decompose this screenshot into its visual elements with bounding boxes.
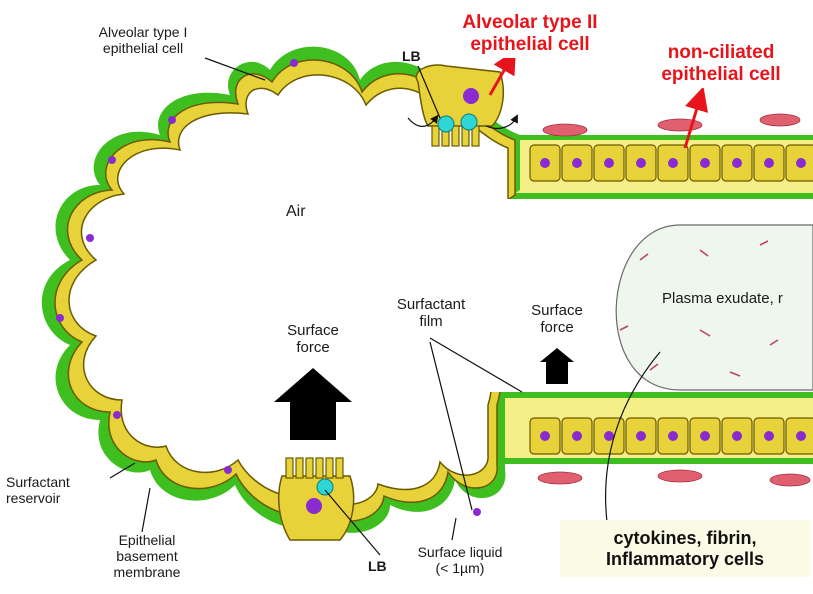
basement-membrane-line3: membrane <box>113 564 181 581</box>
nonciliated-cell-label-line2: epithelial cell <box>661 63 781 85</box>
type2-cell-bottom <box>277 457 355 541</box>
surface-force-left-label: Surface force <box>268 322 358 357</box>
nonciliated-cell-label: non-ciliated epithelial cell <box>632 40 810 88</box>
surface-force-left-line2: force <box>296 339 330 357</box>
type1-nuclei <box>56 59 481 516</box>
airway-cells-upper <box>529 144 813 182</box>
pointer-lines <box>109 57 661 556</box>
type2-cell-label: Alveolar type II epithelial cell <box>440 10 620 58</box>
surfactant-reservoir-label: Surfactant reservoir <box>6 474 106 506</box>
surfactant-film-label: Surfactant film <box>376 296 486 331</box>
surfactant-film-label-line1: Surfactant <box>396 296 466 313</box>
surface-force-right-label: Surface force <box>512 302 602 337</box>
airway-nuclei-lower <box>540 431 806 441</box>
airway-cells-lower <box>529 417 813 455</box>
type1-cell-label-line1: Alveolar type I <box>98 24 188 40</box>
airway-nuclei-upper <box>540 158 806 168</box>
type2-cell-label-line1: Alveolar type II <box>462 12 598 33</box>
surface-liquid-line1: Surface liquid <box>417 544 503 560</box>
type1-cell-label: Alveolar type I epithelial cell <box>68 24 218 56</box>
basement-membrane-line2: basement <box>116 548 178 565</box>
surface-force-right-line2: force <box>540 319 574 337</box>
surface-force-arrow-large <box>274 368 352 440</box>
exudate-fibrin-marks <box>619 240 779 377</box>
lb-label-top: LB <box>402 48 421 64</box>
alveolus-air-space <box>68 74 509 506</box>
air-label: Air <box>286 203 306 220</box>
type2-cell-label-line2: epithelial cell <box>470 33 590 55</box>
surface-force-right-line1: Surface <box>531 302 583 319</box>
plasma-exudate-region <box>615 224 813 391</box>
surface-liquid-line2: (< 1µm) <box>435 560 485 577</box>
lb-label-bottom: LB <box>368 558 387 574</box>
surface-force-arrow-small <box>540 348 574 384</box>
surfactant-film-label-line2: film <box>419 313 443 331</box>
surface-force-left-line1: Surface <box>287 322 339 339</box>
type1-cell-label-line2: epithelial cell <box>102 40 184 57</box>
nonciliated-cell-label-line1: non-ciliated <box>667 42 775 63</box>
surfactant-reservoir-line2: reservoir <box>6 490 61 507</box>
cytokines-line2: Inflammatory cells <box>605 548 765 569</box>
surface-liquid-label: Surface liquid (< 1µm) <box>400 544 520 576</box>
red-blood-cells <box>537 113 811 487</box>
cytokines-label: cytokines, fibrin, Inflammatory cells <box>560 520 810 578</box>
basement-membrane-line1: Epithelial <box>118 532 176 548</box>
type2-cell-top <box>415 64 504 147</box>
basement-membrane-label: Epithelial basement membrane <box>92 532 202 580</box>
red-pointer-arrows <box>488 49 709 149</box>
surfactant-reservoir-line1: Surfactant <box>6 474 70 490</box>
cytokines-line1: cytokines, fibrin, <box>613 528 757 548</box>
plasma-exudate-label: Plasma exudate, r <box>662 290 783 307</box>
